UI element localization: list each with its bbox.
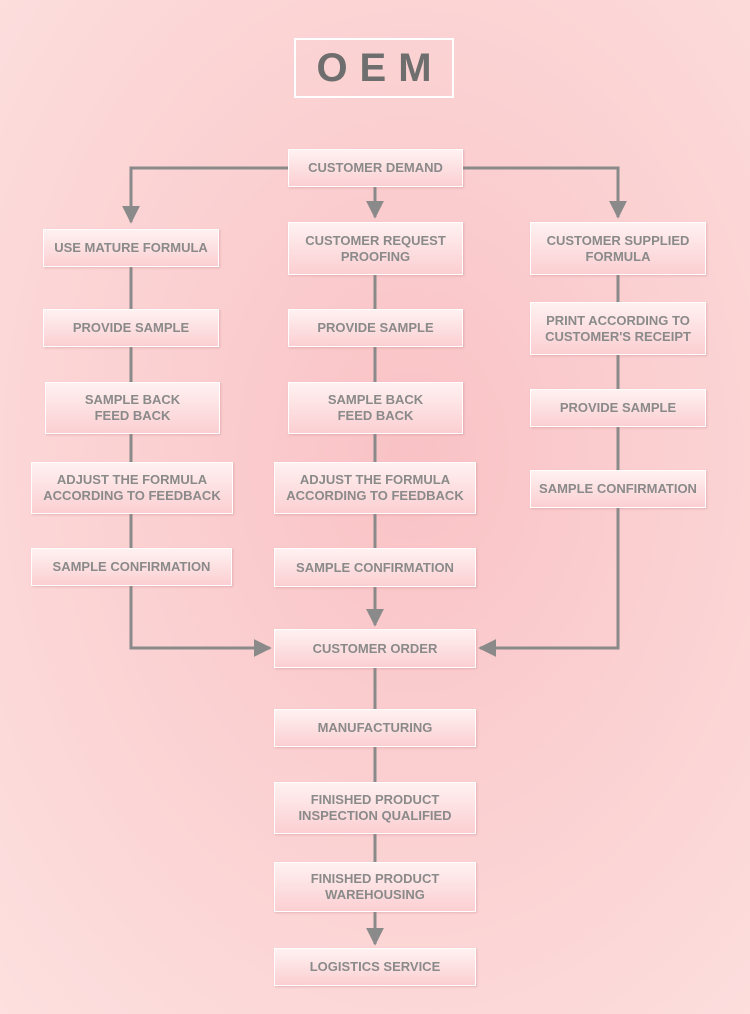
node-customer-supplied-formula: CUSTOMER SUPPLIED FORMULA bbox=[530, 222, 706, 275]
node-customer-request-proofing: CUSTOMER REQUEST PROOFING bbox=[288, 222, 463, 275]
node-right-provide-sample: PROVIDE SAMPLE bbox=[530, 389, 706, 427]
arrow-left-to-order bbox=[129, 586, 272, 657]
node-print-according: PRINT ACCORDING TO CUSTOMER'S RECEIPT bbox=[530, 302, 706, 355]
node-logistics-service: LOGISTICS SERVICE bbox=[274, 948, 476, 986]
node-left-adjust-formula: ADJUST THE FORMULA ACCORDING TO FEEDBACK bbox=[31, 462, 233, 514]
arrow-right-to-order bbox=[478, 508, 620, 657]
node-finished-warehousing: FINISHED PRODUCT WAREHOUSING bbox=[274, 862, 476, 912]
arrow-demand-to-mature bbox=[122, 166, 288, 224]
node-middle-provide-sample: PROVIDE SAMPLE bbox=[288, 309, 463, 347]
node-right-sample-confirmation: SAMPLE CONFIRMATION bbox=[530, 470, 706, 508]
node-left-sample-feedback: SAMPLE BACK FEED BACK bbox=[45, 382, 220, 434]
node-finished-inspection: FINISHED PRODUCT INSPECTION QUALIFIED bbox=[274, 782, 476, 834]
diagram-title: OEM bbox=[294, 38, 454, 98]
node-middle-sample-confirmation: SAMPLE CONFIRMATION bbox=[274, 548, 476, 587]
node-manufacturing: MANUFACTURING bbox=[274, 709, 476, 747]
arrow-demand-to-supplied bbox=[463, 166, 627, 219]
node-middle-sample-feedback: SAMPLE BACK FEED BACK bbox=[288, 382, 463, 434]
node-customer-demand: CUSTOMER DEMAND bbox=[288, 149, 463, 187]
node-left-provide-sample: PROVIDE SAMPLE bbox=[43, 309, 219, 347]
node-left-sample-confirmation: SAMPLE CONFIRMATION bbox=[31, 548, 232, 586]
node-middle-adjust-formula: ADJUST THE FORMULA ACCORDING TO FEEDBACK bbox=[274, 462, 476, 514]
node-use-mature-formula: USE MATURE FORMULA bbox=[43, 229, 219, 267]
node-customer-order: CUSTOMER ORDER bbox=[274, 629, 476, 668]
